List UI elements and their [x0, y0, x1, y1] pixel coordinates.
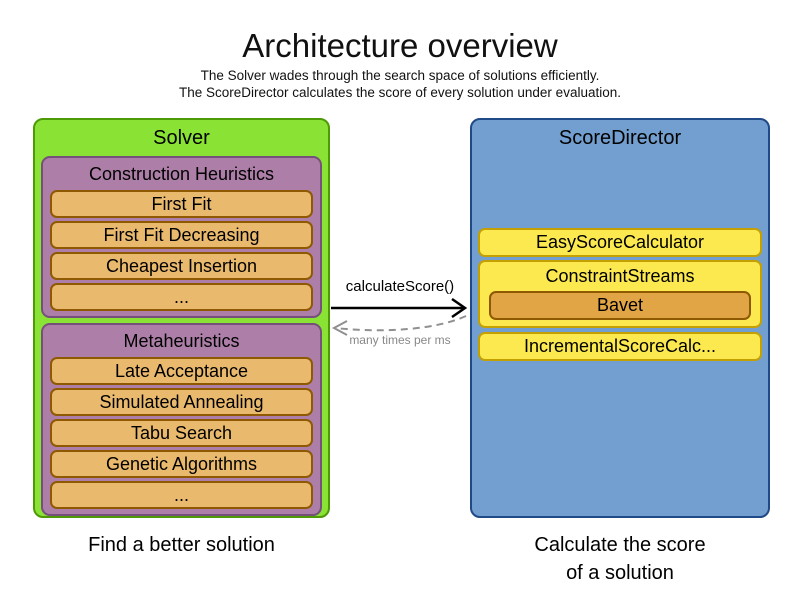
- score-director-caption-line2: of a solution: [566, 562, 674, 584]
- page-title: Architecture overview: [242, 27, 558, 64]
- many-times-label: many times per ms: [349, 333, 451, 347]
- score-director-box-title: ScoreDirector: [558, 127, 682, 149]
- subtitle-solver: The Solver wades through the search spac…: [200, 68, 600, 83]
- incremental-score-calculator-box: IncrementalScoreCalc...: [478, 332, 762, 361]
- subtitle-scoredirector: The ScoreDirector calculates the score o…: [179, 85, 621, 100]
- calculate-score-arrow: [331, 297, 468, 319]
- solver-caption: Find a better solution: [88, 534, 275, 556]
- constraint-streams-title: ConstraintStreams: [545, 266, 695, 286]
- bavet-box: Bavet: [489, 291, 751, 320]
- easy-score-calculator-box: EasyScoreCalculator: [478, 228, 762, 257]
- constraint-streams-box: ConstraintStreams Bavet: [478, 260, 762, 328]
- calculate-score-label: calculateScore(): [345, 278, 455, 295]
- heuristic-item-ellipsis: ...: [50, 283, 313, 311]
- score-director-caption-line1: Calculate the score: [534, 534, 706, 556]
- score-director-caption: Calculate the score of a solution: [470, 531, 770, 587]
- score-director-box: ScoreDirector EasyScoreCalculator Constr…: [470, 118, 770, 518]
- metaheuristic-item-ellipsis: ...: [50, 481, 313, 509]
- heuristic-item: First Fit: [50, 190, 313, 218]
- return-arrow: [331, 315, 467, 336]
- left-arrowhead-icon: [331, 320, 348, 336]
- metaheuristics-title: Metaheuristics: [123, 331, 240, 351]
- metaheuristic-item: Simulated Annealing: [50, 388, 313, 416]
- heuristic-item: First Fit Decreasing: [50, 221, 313, 249]
- solver-box: Solver Construction Heuristics First Fit…: [33, 118, 330, 518]
- metaheuristics-group: Metaheuristics Late Acceptance Simulated…: [41, 323, 322, 516]
- right-arrowhead-icon: [451, 297, 468, 319]
- arrows-graphic: [331, 297, 468, 336]
- return-arrow-line: [334, 315, 467, 332]
- heuristic-item: Cheapest Insertion: [50, 252, 313, 280]
- construction-heuristics-group: Construction Heuristics First Fit First …: [41, 156, 322, 318]
- metaheuristic-item: Tabu Search: [50, 419, 313, 447]
- metaheuristic-item: Genetic Algorithms: [50, 450, 313, 478]
- metaheuristic-item: Late Acceptance: [50, 357, 313, 385]
- solver-box-title: Solver: [153, 127, 210, 149]
- construction-heuristics-title: Construction Heuristics: [88, 164, 275, 184]
